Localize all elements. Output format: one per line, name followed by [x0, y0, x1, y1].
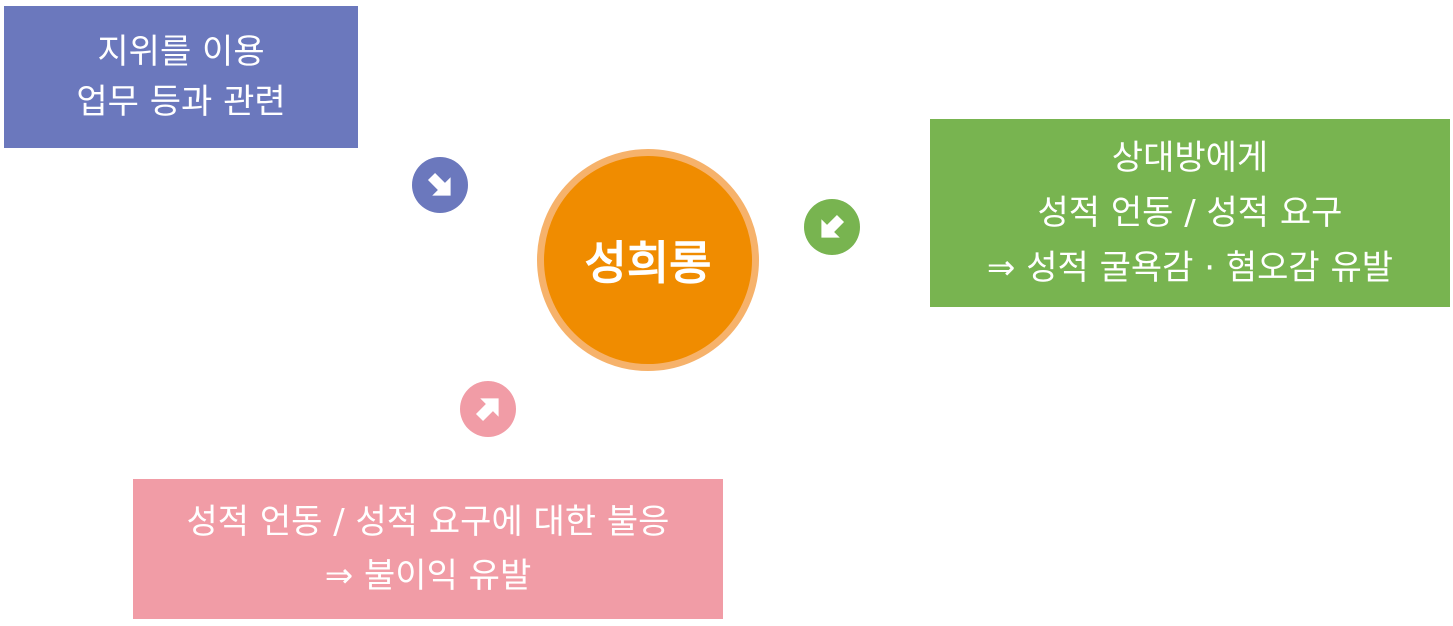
condition-line-2: 업무 등과 관련: [76, 82, 286, 122]
conduct-line-3: ⇒ 성적 굴욕감 · 혐오감 유발: [986, 247, 1394, 288]
arrow-shape: [821, 214, 845, 238]
condition-box-position: 지위를 이용 업무 등과 관련: [4, 6, 358, 148]
center-circle: 성희롱: [537, 149, 759, 371]
conduct-line-2: 성적 언동 / 성적 요구: [1037, 192, 1343, 233]
condition-box-sexual-conduct: 상대방에게 성적 언동 / 성적 요구 ⇒ 성적 굴욕감 · 혐오감 유발: [930, 119, 1450, 307]
condition-box-refusal: 성적 언동 / 성적 요구에 대한 불응 ⇒ 불이익 유발: [133, 479, 723, 619]
arrow-down-right-icon: [412, 157, 468, 213]
condition-line-1: 지위를 이용: [97, 32, 265, 72]
refusal-line-2: ⇒ 불이익 유발: [324, 556, 532, 596]
arrow-down-left-icon: [804, 199, 860, 255]
center-label: 성희롱: [584, 236, 712, 290]
conduct-line-1: 상대방에게: [1111, 137, 1269, 178]
arrow-shape: [427, 172, 451, 196]
arrow-shape: [475, 398, 499, 422]
arrow-up-right-icon: [460, 381, 516, 437]
refusal-line-1: 성적 언동 / 성적 요구에 대한 불응: [186, 502, 670, 542]
